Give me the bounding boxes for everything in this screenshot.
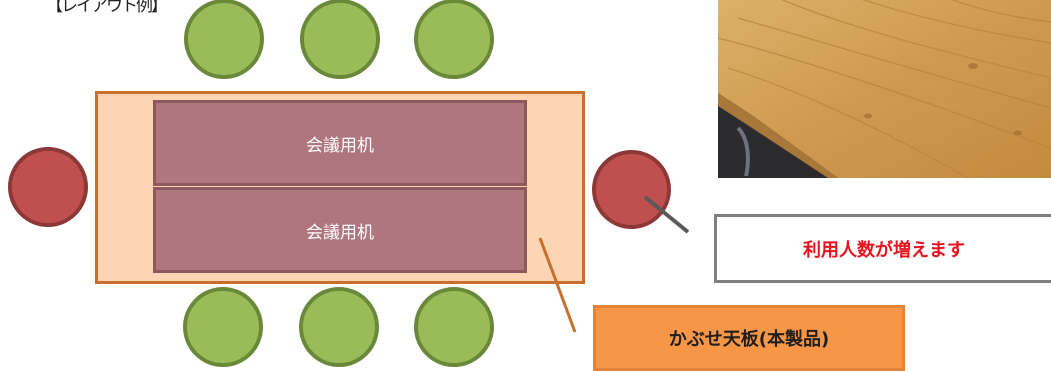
layout-example-heading: 【レイアウト例】 <box>46 0 168 16</box>
conference-desk-lower: 会議用机 <box>153 187 527 273</box>
conference-desk-upper: 会議用机 <box>153 100 527 186</box>
desk-label: 会議用机 <box>306 135 374 156</box>
chair-right-end <box>592 150 671 229</box>
chair-bottom-right <box>414 287 494 367</box>
chair-top-center <box>300 0 380 79</box>
wood-table-photo <box>718 0 1051 178</box>
chair-left-end <box>8 147 88 227</box>
callout-more-people: 利用人数が増えます <box>714 214 1051 283</box>
desk-label: 会議用机 <box>306 222 374 243</box>
callout-cover-tabletop-product: かぶせ天板(本製品) <box>593 305 905 371</box>
chair-bottom-center <box>299 287 379 367</box>
chair-top-left <box>184 0 264 79</box>
chair-top-right <box>414 0 494 79</box>
chair-bottom-left <box>183 287 263 367</box>
